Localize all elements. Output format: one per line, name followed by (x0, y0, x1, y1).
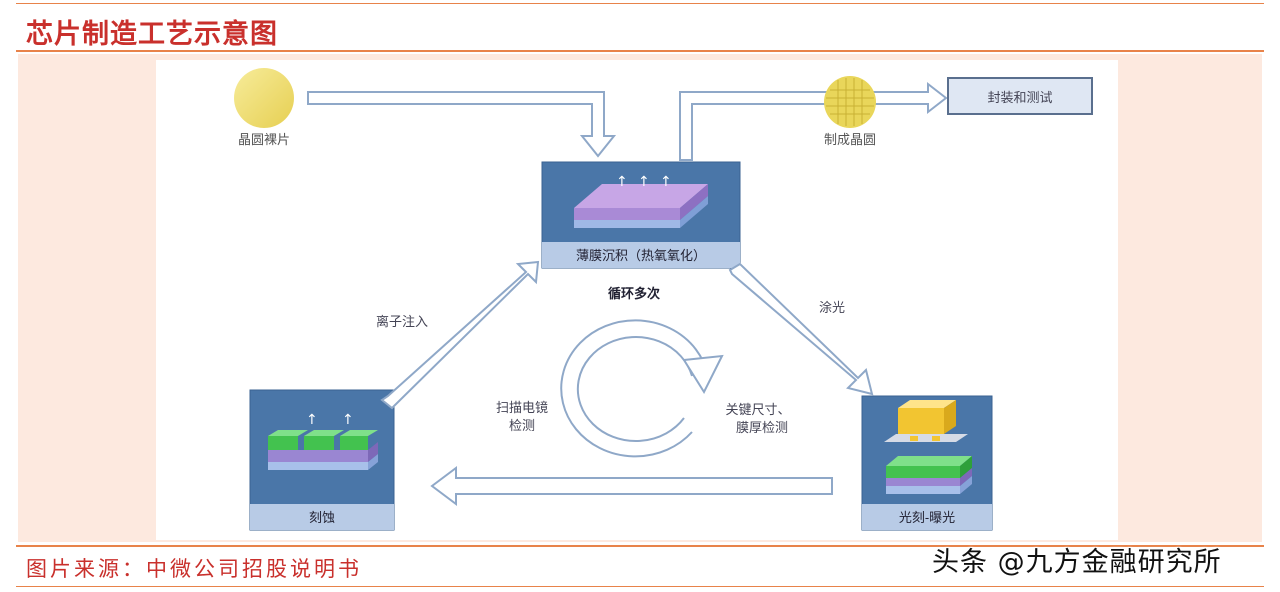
svg-text:↑: ↑ (342, 412, 354, 428)
svg-text:↑: ↑ (616, 174, 628, 190)
arrow-wafer-to-deposition (307, 91, 617, 158)
sem-inspect-line1: 扫描电镜 (496, 400, 548, 415)
finished-wafer-icon (824, 76, 876, 128)
finished-wafer-label: 制成晶圆 (824, 132, 876, 147)
svg-text:↑: ↑ (638, 174, 650, 190)
process-flow-diagram: 晶圆裸片 ↑ ↑ ↑ 薄膜沉积（热氧氧化） (234, 68, 1093, 531)
arrow-deposition-to-output (679, 81, 948, 161)
arrow-etch-to-deposition (380, 260, 540, 410)
coat-label: 涂光 (819, 300, 845, 315)
deposition-layers-icon: ↑ ↑ ↑ (574, 174, 708, 228)
footer-rule (16, 545, 1264, 547)
arrow-litho-to-etch (430, 466, 833, 506)
source-note: 图片来源：中微公司招股说明书 (26, 557, 362, 581)
bare-wafer-icon (234, 68, 294, 128)
watermark: 头条 @九方金融研究所 (932, 547, 1222, 578)
deposition-box: ↑ ↑ ↑ 薄膜沉积（热氧氧化） (541, 161, 741, 269)
sem-inspect-line2: 检测 (509, 418, 535, 433)
ion-implant-label: 离子注入 (376, 314, 428, 329)
page-title: 芯片制造工艺示意图 (26, 19, 278, 50)
title-rule (16, 50, 1264, 52)
bare-wafer-label: 晶圆裸片 (238, 132, 290, 147)
etch-trench-icon: ↑ ↑ (268, 412, 378, 470)
litho-caption: 光刻-曝光 (899, 510, 955, 525)
etch-caption: 刻蚀 (309, 510, 335, 525)
litho-box: 光刻-曝光 (861, 395, 993, 531)
top-rule-thin (16, 3, 1264, 4)
svg-text:↑: ↑ (660, 174, 672, 190)
litho-mask-icon (884, 400, 972, 494)
arrow-deposition-to-litho (728, 262, 874, 396)
packaging-test-box: 封装和测试 (947, 77, 1093, 115)
cd-thickness-line1: 关键尺寸、 (725, 402, 790, 417)
bottom-rule-thin (16, 586, 1264, 587)
deposition-caption: 薄膜沉积（热氧氧化） (576, 248, 706, 263)
packaging-test-label: 封装和测试 (987, 90, 1052, 105)
loop-label: 循环多次 (608, 286, 660, 301)
svg-text:↑: ↑ (306, 412, 318, 428)
diagram-canvas: 晶圆裸片 ↑ ↑ ↑ 薄膜沉积（热氧氧化） (156, 60, 1118, 540)
cycle-arrow-icon (560, 319, 724, 458)
etch-box: ↑ ↑ 刻蚀 (249, 389, 395, 531)
cd-thickness-line2: 膜厚检测 (736, 420, 788, 435)
